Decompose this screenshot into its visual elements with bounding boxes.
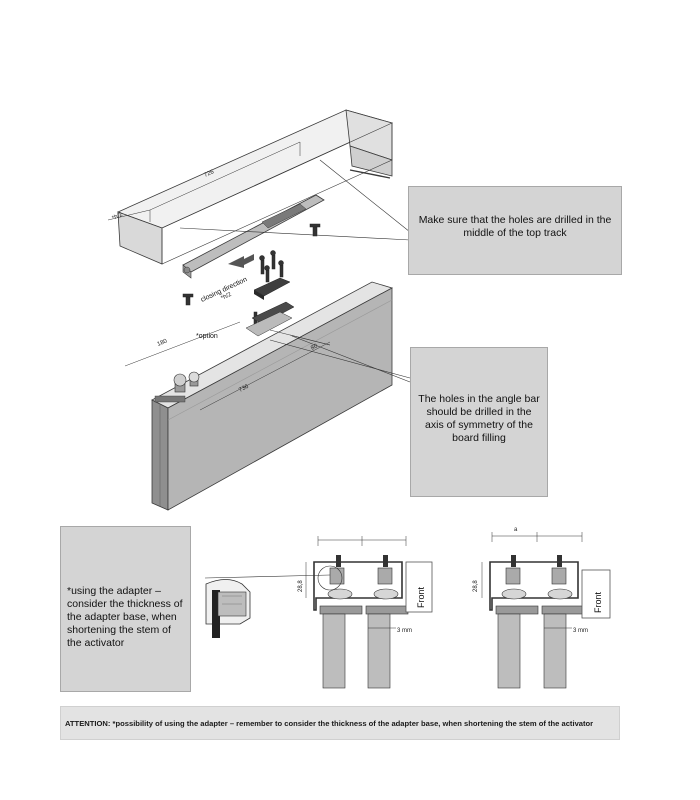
top-track (116, 109, 394, 265)
bar-offset-label: *h/2 (220, 292, 233, 302)
callout-top-text: Make sure that the holes are drilled in … (418, 214, 612, 239)
section-right-height: 28,8 (473, 580, 479, 592)
callout-middle-text: The holes in the angle bar should be dri… (418, 393, 540, 444)
front-label-left: Front (416, 586, 426, 608)
mounting-bracket (245, 277, 295, 337)
bar-pitch-label: 736 (238, 383, 250, 393)
callout-left-text: *using the adapter – consider the thickn… (67, 585, 183, 649)
track-offset-label: *h/2 (111, 212, 124, 222)
bar-dimension-lines (124, 321, 331, 411)
option-label: *option (196, 333, 218, 340)
track-dimension-lines (107, 141, 301, 222)
section-right-gap: 3 mm (573, 628, 588, 634)
attention-bar: ATTENTION: *possibility of using the ada… (60, 706, 620, 740)
adapter-detail (205, 579, 251, 638)
bar-length-label: 180 (157, 338, 169, 348)
front-label-right: Front (593, 591, 603, 613)
bar-inner-label: 80 (310, 343, 319, 352)
soft-close-activator (182, 194, 325, 279)
door-panel (151, 281, 394, 511)
section-view-right (481, 532, 611, 689)
section-left-gap: 3 mm (397, 628, 412, 634)
callout-adapter: *using the adapter – consider the thickn… (60, 526, 191, 692)
attention-text: ATTENTION: *possibility of using the ada… (65, 719, 594, 728)
track-length-label: 726 (203, 169, 215, 179)
section-left-height: 28,8 (298, 580, 304, 592)
section-view-left (305, 536, 433, 689)
section-top-small-label: a (514, 527, 518, 533)
callout-leader-lines (179, 159, 411, 579)
callout-angle-bar: The holes in the angle bar should be dri… (410, 347, 548, 497)
callout-top-track: Make sure that the holes are drilled in … (408, 186, 622, 275)
screws (182, 223, 321, 329)
closing-direction-arrow (228, 254, 254, 268)
roller-carriage (154, 371, 200, 403)
